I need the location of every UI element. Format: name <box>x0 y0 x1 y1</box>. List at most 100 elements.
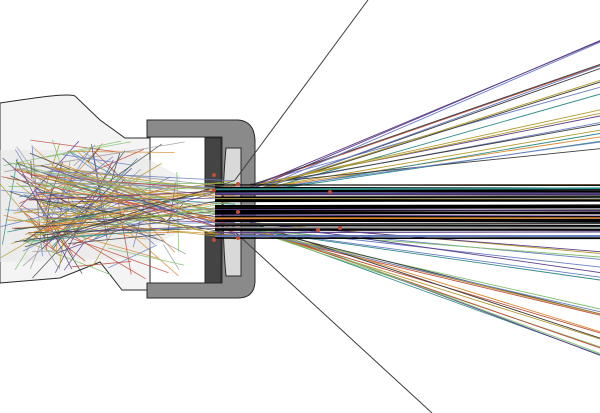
converging-ray <box>14 211 236 243</box>
stray-ray-upper <box>234 0 369 181</box>
beam-ray <box>214 184 600 187</box>
diverging-ray <box>249 109 600 187</box>
internal-ray <box>3 140 122 166</box>
diverging-ray <box>249 40 600 188</box>
converging-ray <box>47 225 236 233</box>
diverging-ray <box>249 123 600 187</box>
converging-ray <box>23 222 236 242</box>
intersection-marker <box>212 173 216 177</box>
internal-ray <box>62 154 131 166</box>
diverging-ray <box>249 228 600 340</box>
converging-ray <box>28 184 236 240</box>
beam-ray <box>214 231 600 234</box>
converging-ray <box>25 211 236 219</box>
converging-ray <box>28 190 236 201</box>
converging-ray <box>58 162 236 231</box>
converging-ray <box>13 179 236 214</box>
internal-ray <box>10 175 95 215</box>
converging-ray <box>5 219 236 236</box>
internal-ray <box>73 144 96 166</box>
converging-ray <box>37 204 236 235</box>
beam-ray <box>214 190 600 193</box>
converging-ray <box>37 193 236 196</box>
converging-ray <box>30 174 236 192</box>
intersection-marker <box>338 226 342 230</box>
diverging-ray <box>249 112 600 187</box>
cap-channel <box>204 231 222 284</box>
diverging-ray <box>249 65 600 194</box>
diverging-ray <box>249 64 600 187</box>
diverging-ray <box>249 222 600 339</box>
beam-ray <box>214 206 600 210</box>
converging-ray <box>31 200 236 243</box>
diverging-ray <box>249 231 600 316</box>
internal-ray <box>30 160 33 179</box>
collimated-beam <box>214 183 600 240</box>
beam-ray <box>214 214 600 217</box>
diverging-ray <box>249 229 600 310</box>
internal-ray <box>107 247 184 266</box>
intersection-marker <box>316 228 320 232</box>
converging-ray <box>14 209 236 230</box>
internal-ray <box>93 150 168 223</box>
converging-ray <box>47 170 236 182</box>
converging-ray <box>8 162 236 217</box>
beam-ray <box>214 211 600 215</box>
lens-markers <box>212 173 342 242</box>
converging-ray <box>14 212 236 222</box>
internal-ray <box>68 160 71 176</box>
internal-ray <box>168 215 189 230</box>
stray-ray-lower <box>234 231 433 413</box>
internal-ray <box>2 158 18 245</box>
converging-ray <box>24 180 236 248</box>
diverging-ray <box>249 41 600 194</box>
internal-ray <box>130 223 155 245</box>
internal-ray <box>42 243 59 268</box>
diverging-ray <box>249 129 600 191</box>
diverging-ray <box>249 63 600 186</box>
intersection-marker <box>328 190 332 194</box>
diverging-ray <box>249 225 600 260</box>
converging-ray <box>56 197 236 203</box>
beam-ray <box>214 187 600 191</box>
internal-ray <box>163 244 180 271</box>
internal-ray <box>46 141 131 158</box>
converging-ray <box>38 190 236 207</box>
intersection-marker <box>212 188 216 192</box>
internal-ray <box>20 209 86 262</box>
beam-ray <box>214 218 600 222</box>
internal-ray <box>66 151 175 153</box>
converging-ray <box>30 177 236 201</box>
internal-ray <box>32 250 71 252</box>
internal-ray <box>32 234 57 252</box>
beam-ray <box>214 224 600 227</box>
beam-ray <box>214 208 600 211</box>
beam-ray <box>214 204 600 206</box>
internal-ray <box>72 176 141 237</box>
internal-ray <box>68 150 119 178</box>
intersection-marker <box>236 182 240 186</box>
cap-channel <box>204 137 222 191</box>
diverging-ray <box>249 141 600 192</box>
converging-ray <box>28 182 236 190</box>
intersection-marker <box>236 236 240 240</box>
diverging-ray <box>249 228 600 334</box>
intersection-marker <box>212 238 216 242</box>
internal-ray <box>4 141 185 173</box>
diverging-ray <box>249 231 600 313</box>
converging-ray <box>34 191 236 220</box>
diverging-ray <box>249 229 600 258</box>
internal-ray <box>71 261 132 268</box>
diverging-ray <box>249 79 600 192</box>
beam-ray <box>214 222 600 225</box>
diverging-ray <box>249 133 600 194</box>
intersection-marker <box>236 210 240 214</box>
internal-ray <box>164 201 172 204</box>
diverging-ray <box>249 226 600 349</box>
internal-ray <box>108 244 158 269</box>
beam-ray <box>214 188 600 192</box>
internal-ray <box>63 243 84 271</box>
